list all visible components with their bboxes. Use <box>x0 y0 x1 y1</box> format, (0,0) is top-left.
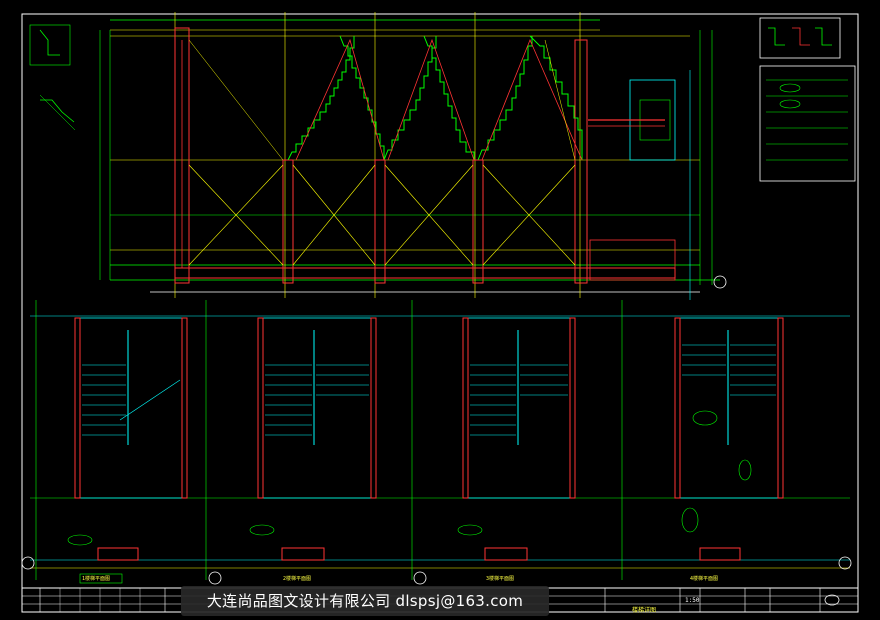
axis-bubble-2 <box>208 571 222 585</box>
axis-bubble-right-top <box>713 275 727 289</box>
drawing-scale: 1:50 <box>685 597 700 604</box>
axis-bubble-1 <box>21 556 35 570</box>
watermark-banner: 大连尚品图文设计有限公司 dlspsj@163.com <box>181 586 549 616</box>
plan-label-4: 4楼梯平面图 <box>690 576 719 582</box>
stair-plans <box>21 300 852 585</box>
stair-plan-4 <box>621 300 852 580</box>
plan-label-1: 1楼梯平面图 <box>82 576 111 582</box>
stair-plan-1 <box>21 300 188 584</box>
logo-mark <box>824 594 840 606</box>
axis-bubble-4 <box>838 556 852 570</box>
drawing-frame <box>21 13 859 613</box>
stair-plan-3 <box>411 300 576 585</box>
drawing-name: 楼梯详图 <box>632 607 657 614</box>
plan-label-3: 3楼梯平面图 <box>486 576 515 582</box>
axis-bubble-3 <box>413 571 427 585</box>
plan-label-2: 2楼梯平面图 <box>283 576 312 582</box>
stair-plan-2 <box>205 300 377 585</box>
stair-section <box>29 12 856 300</box>
